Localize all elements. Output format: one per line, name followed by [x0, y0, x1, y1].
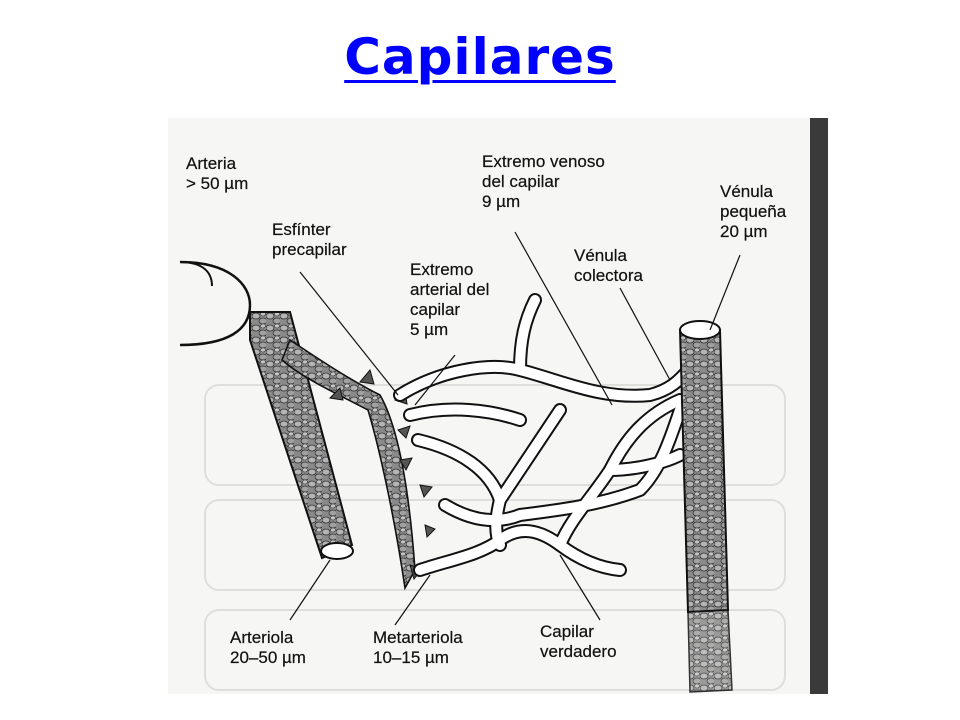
scan-page-edge	[810, 118, 828, 694]
label-arteria: Arteria > 50 µm	[186, 154, 249, 193]
leader-lines	[289, 231, 741, 626]
label-extremo-venoso: Extremo venoso del capilar 9 µm	[482, 152, 605, 211]
label-esfinter-precapilar: Esfínter precapilar	[272, 220, 347, 259]
metarteriole	[281, 338, 416, 591]
venule	[678, 329, 730, 614]
capillary-network	[393, 293, 697, 577]
artery	[179, 260, 252, 347]
label-venula-pequena: Vénula pequeña 20 µm	[720, 182, 787, 241]
label-capilar-verdadero: Capilar verdadero	[540, 622, 617, 661]
label-extremo-arterial: Extremo arterial del capilar 5 µm	[410, 260, 490, 339]
label-venula-colectora: Vénula colectora	[574, 246, 643, 285]
label-metarteriola: Metarteriola 10–15 µm	[373, 628, 463, 667]
label-arteriola: Arteriola 20–50 µm	[230, 628, 306, 667]
venule-opening	[679, 320, 721, 340]
page-title[interactable]: Capilares	[344, 28, 616, 86]
